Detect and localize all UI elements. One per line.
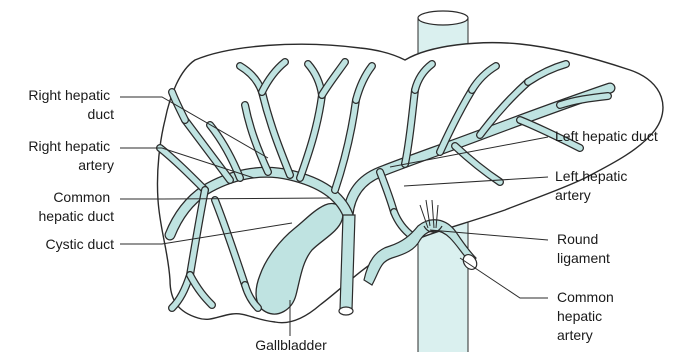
- label-round-ligament: Round ligament: [557, 231, 610, 266]
- label-right-hepatic-artery: Right hepatic artery: [28, 138, 114, 173]
- label-gallbladder: Gallbladder: [255, 337, 327, 353]
- common-bile-duct: [340, 215, 355, 315]
- label-cystic-duct: Cystic duct: [46, 236, 115, 252]
- label-left-hepatic-duct: Left hepatic duct: [555, 128, 658, 144]
- label-right-hepatic-duct: Right hepatic duct: [28, 87, 114, 122]
- label-common-hepatic-artery: Common hepatic artery: [557, 289, 618, 343]
- label-common-hepatic-duct: Common hepatic duct: [39, 189, 115, 224]
